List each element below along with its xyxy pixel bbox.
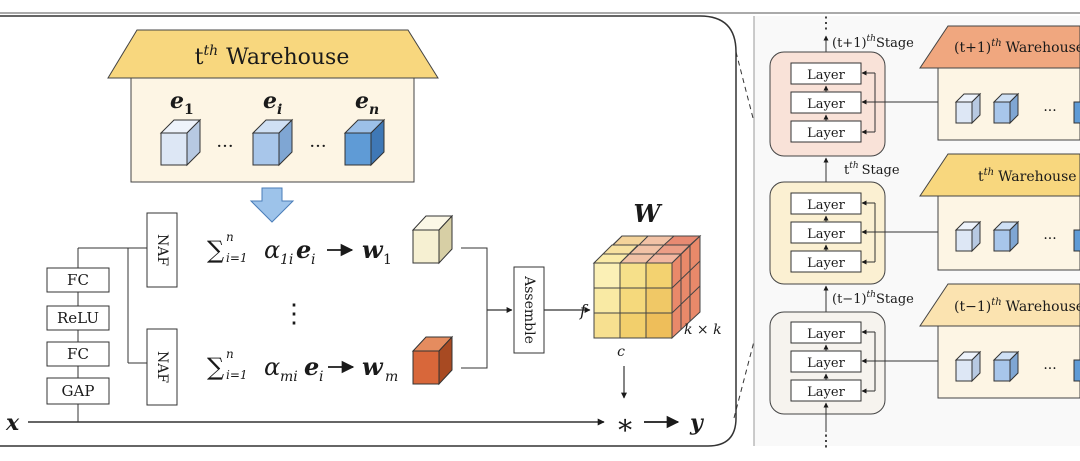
sum-formula-top: ∑ n i=1 α 1i e i w 1 xyxy=(207,230,392,268)
input-x-label: x xyxy=(5,410,20,436)
entry-label-ei: ei xyxy=(263,88,282,118)
naf-top-label: NAF xyxy=(154,234,170,266)
svg-text:i: i xyxy=(319,369,323,385)
relu-label: ReLU xyxy=(57,309,99,327)
svg-text:Layer: Layer xyxy=(807,356,845,371)
svg-text:e: e xyxy=(304,352,319,381)
svg-text:Layer: Layer xyxy=(807,256,845,271)
vertical-ellipsis: ⋮ xyxy=(281,299,307,329)
svg-text:∑: ∑ xyxy=(207,353,224,381)
svg-text:Layer: Layer xyxy=(807,385,845,400)
bottom-vertical-dots: ⋮ xyxy=(818,431,834,450)
assemble-bracket xyxy=(461,247,488,369)
kernel-w-label: W xyxy=(634,199,663,228)
assemble-block xyxy=(513,266,545,354)
svg-text:···: ··· xyxy=(1043,361,1056,377)
svg-text:i=1: i=1 xyxy=(226,251,248,265)
svg-text:α: α xyxy=(264,353,280,381)
svg-text:Layer: Layer xyxy=(807,68,845,83)
stage-bottom-label: (t−1)thStage xyxy=(832,290,914,307)
fc-block-top xyxy=(46,267,110,293)
svg-text:i=1: i=1 xyxy=(226,368,248,382)
gap-label: GAP xyxy=(62,382,95,400)
svg-text:mi: mi xyxy=(280,369,298,385)
svg-text:1i: 1i xyxy=(280,252,293,268)
down-arrow-icon xyxy=(249,187,295,223)
sum-formula-bottom: ∑ n i=1 α mi e i w m xyxy=(207,347,398,385)
layer-box xyxy=(790,321,862,344)
warehouse-roof xyxy=(107,29,439,79)
svg-text:Layer: Layer xyxy=(807,327,845,342)
svg-text:Layer: Layer xyxy=(807,198,845,213)
warehouse-ellipsis-2: ··· xyxy=(309,136,326,157)
entry-label-en: en xyxy=(355,88,379,118)
svg-text:α: α xyxy=(264,236,280,264)
svg-text:1: 1 xyxy=(383,252,392,268)
svg-text:n: n xyxy=(226,347,234,361)
svg-text:∑: ∑ xyxy=(207,236,224,264)
fc-block-bottom xyxy=(46,341,110,367)
top-vertical-dots: ⋮ xyxy=(818,13,834,32)
naf-block-bottom xyxy=(146,328,178,406)
svg-text:Layer: Layer xyxy=(807,227,845,242)
svg-text:w: w xyxy=(362,235,384,264)
kxk-label: k × k xyxy=(684,322,722,338)
warehouse-ellipsis-1: ··· xyxy=(216,136,233,157)
output-y-label: y xyxy=(689,410,705,436)
layer-box xyxy=(790,192,862,215)
naf-bottom-label: NAF xyxy=(154,351,170,383)
cube-w1 xyxy=(411,214,454,265)
fc-top-label: FC xyxy=(67,271,89,289)
svg-text:i: i xyxy=(311,252,315,268)
cube-ei xyxy=(251,118,294,167)
attention-stack: FC ReLU FC GAP xyxy=(46,247,147,422)
svg-text:Layer: Layer xyxy=(807,97,845,112)
zoom-connector-top xyxy=(735,51,771,185)
convolution-symbol: ∗ xyxy=(615,408,634,441)
assemble-label: Assemble xyxy=(521,275,537,344)
svg-text:e: e xyxy=(296,235,311,264)
layer-box xyxy=(790,62,862,85)
gap-block xyxy=(46,377,110,405)
svg-text:n: n xyxy=(226,230,234,244)
cube-en xyxy=(343,118,386,167)
svg-text:w: w xyxy=(362,352,384,381)
cube-wm xyxy=(411,335,454,386)
naf-block-top xyxy=(146,212,178,288)
svg-text:···: ··· xyxy=(1043,231,1056,247)
fc-bottom-label: FC xyxy=(67,345,89,363)
cube-e1 xyxy=(159,118,202,167)
right-panel: ⋮ ⋮ (t+1)thStage Layer Layer Layer (t+1)… xyxy=(753,13,1080,450)
svg-text:m: m xyxy=(385,369,398,385)
svg-text:Layer: Layer xyxy=(807,126,845,141)
stage-top-label: (t+1)thStage xyxy=(832,34,914,51)
entry-label-e1: e1 xyxy=(170,88,194,118)
f-label: f xyxy=(579,301,589,320)
c-label: c xyxy=(617,344,625,360)
kernel-tensor xyxy=(592,234,702,340)
svg-text:···: ··· xyxy=(1043,103,1056,119)
